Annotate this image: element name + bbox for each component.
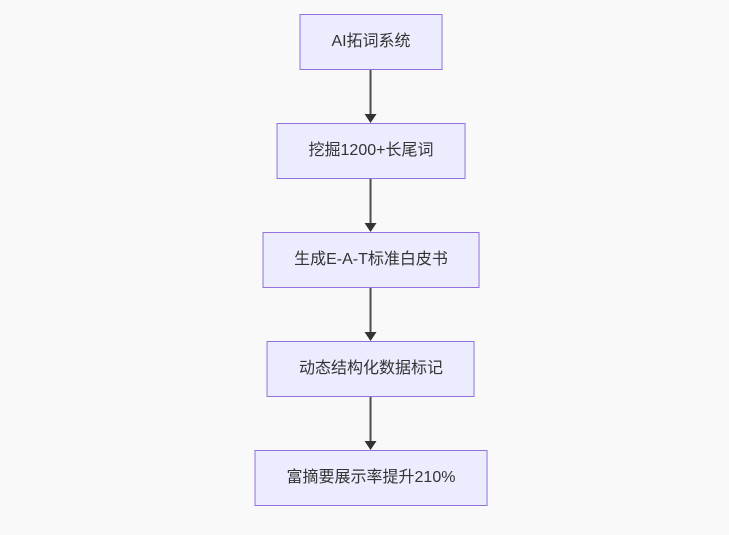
- flowchart-edge-4: [365, 397, 377, 450]
- arrowhead-down-icon: [365, 332, 377, 341]
- flowchart-node-4-label: 动态结构化数据标记: [298, 360, 443, 377]
- edge-line: [370, 179, 372, 223]
- flowchart-edge-2: [365, 179, 377, 232]
- flowchart: AI拓词系统 挖掘1200+长尾词 生成E-A-T标准白皮书 动态结构化数据标记: [254, 14, 488, 506]
- flowchart-node-1: AI拓词系统: [299, 14, 443, 70]
- arrowhead-down-icon: [365, 223, 377, 232]
- flowchart-node-1-label: AI拓词系统: [331, 33, 411, 50]
- arrowhead-down-icon: [365, 114, 377, 123]
- flowchart-edge-3: [365, 288, 377, 341]
- flowchart-edge-1: [365, 70, 377, 123]
- flowchart-node-2-label: 挖掘1200+长尾词: [308, 142, 434, 159]
- edge-line: [370, 397, 372, 441]
- flowchart-node-5-label: 富摘要展示率提升210%: [286, 469, 456, 486]
- flowchart-node-3-label: 生成E-A-T标准白皮书: [294, 251, 448, 268]
- arrowhead-down-icon: [365, 441, 377, 450]
- flowchart-node-5: 富摘要展示率提升210%: [254, 450, 488, 506]
- edge-line: [370, 288, 372, 332]
- edge-line: [370, 70, 372, 114]
- flowchart-node-4: 动态结构化数据标记: [266, 341, 475, 397]
- flowchart-node-3: 生成E-A-T标准白皮书: [262, 232, 480, 288]
- flowchart-node-2: 挖掘1200+长尾词: [276, 123, 466, 179]
